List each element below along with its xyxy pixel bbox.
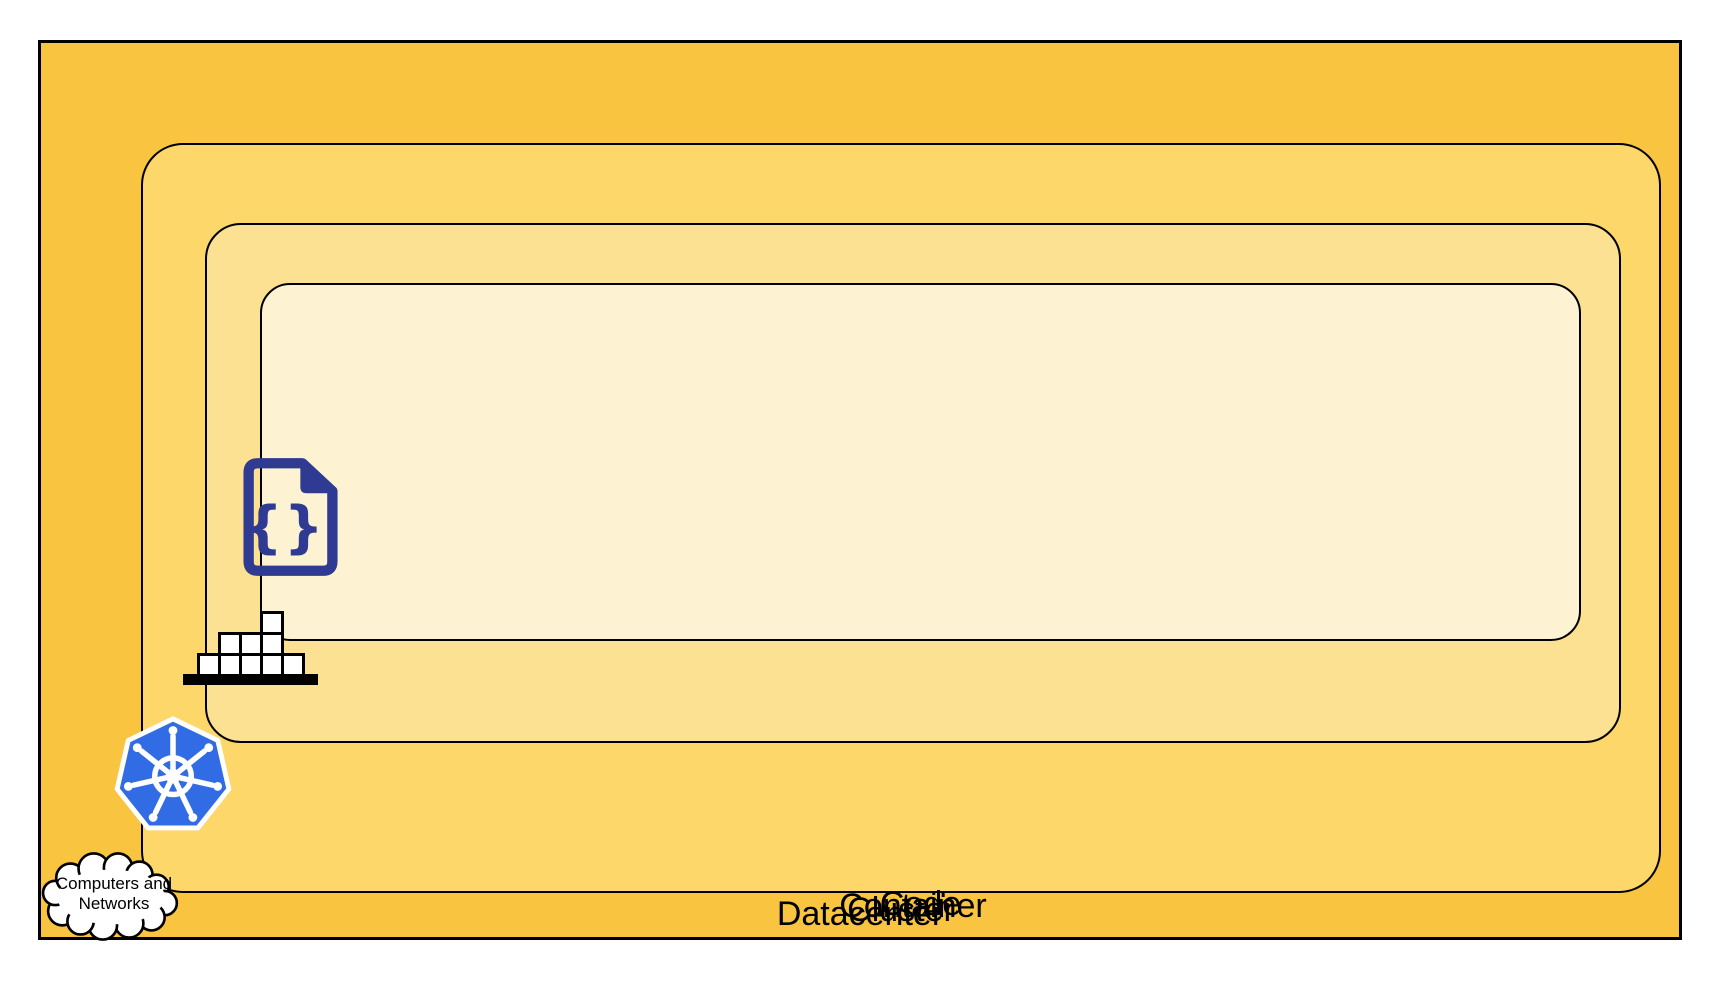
cloud-label-line1: Computers and: [55, 874, 173, 893]
code-label: Code: [879, 885, 962, 924]
kubernetes-wheel: [123, 726, 223, 822]
braces-icon: {}: [242, 494, 325, 560]
cluster-label: Cluster: [847, 891, 955, 930]
file-outline: [243, 458, 338, 576]
container-block: [218, 632, 242, 656]
container-block: [260, 653, 284, 677]
code-box: [260, 283, 1581, 641]
kubernetes-logo: [112, 712, 234, 838]
datacenter-box: Cloud/Co-Lo/Corporate Datacenter Cluster…: [38, 40, 1682, 940]
kubernetes-logo-svg: [114, 716, 232, 831]
container-blocks-icon: [183, 611, 318, 685]
cloud-label-line2: Networks: [78, 894, 150, 914]
container-label: Container: [839, 887, 987, 926]
cloud-icon: [41, 852, 179, 941]
computers-networks-cloud: Computers and Networks: [38, 850, 190, 944]
file-dogear: [300, 461, 335, 494]
container-base-bar: [183, 674, 318, 685]
code-file-icon-svg: [243, 458, 338, 576]
datacenter-label-line2: Datacenter: [776, 895, 944, 934]
cloud-label: Computers and Networks: [38, 874, 190, 915]
code-file-icon: {}: [238, 456, 342, 578]
